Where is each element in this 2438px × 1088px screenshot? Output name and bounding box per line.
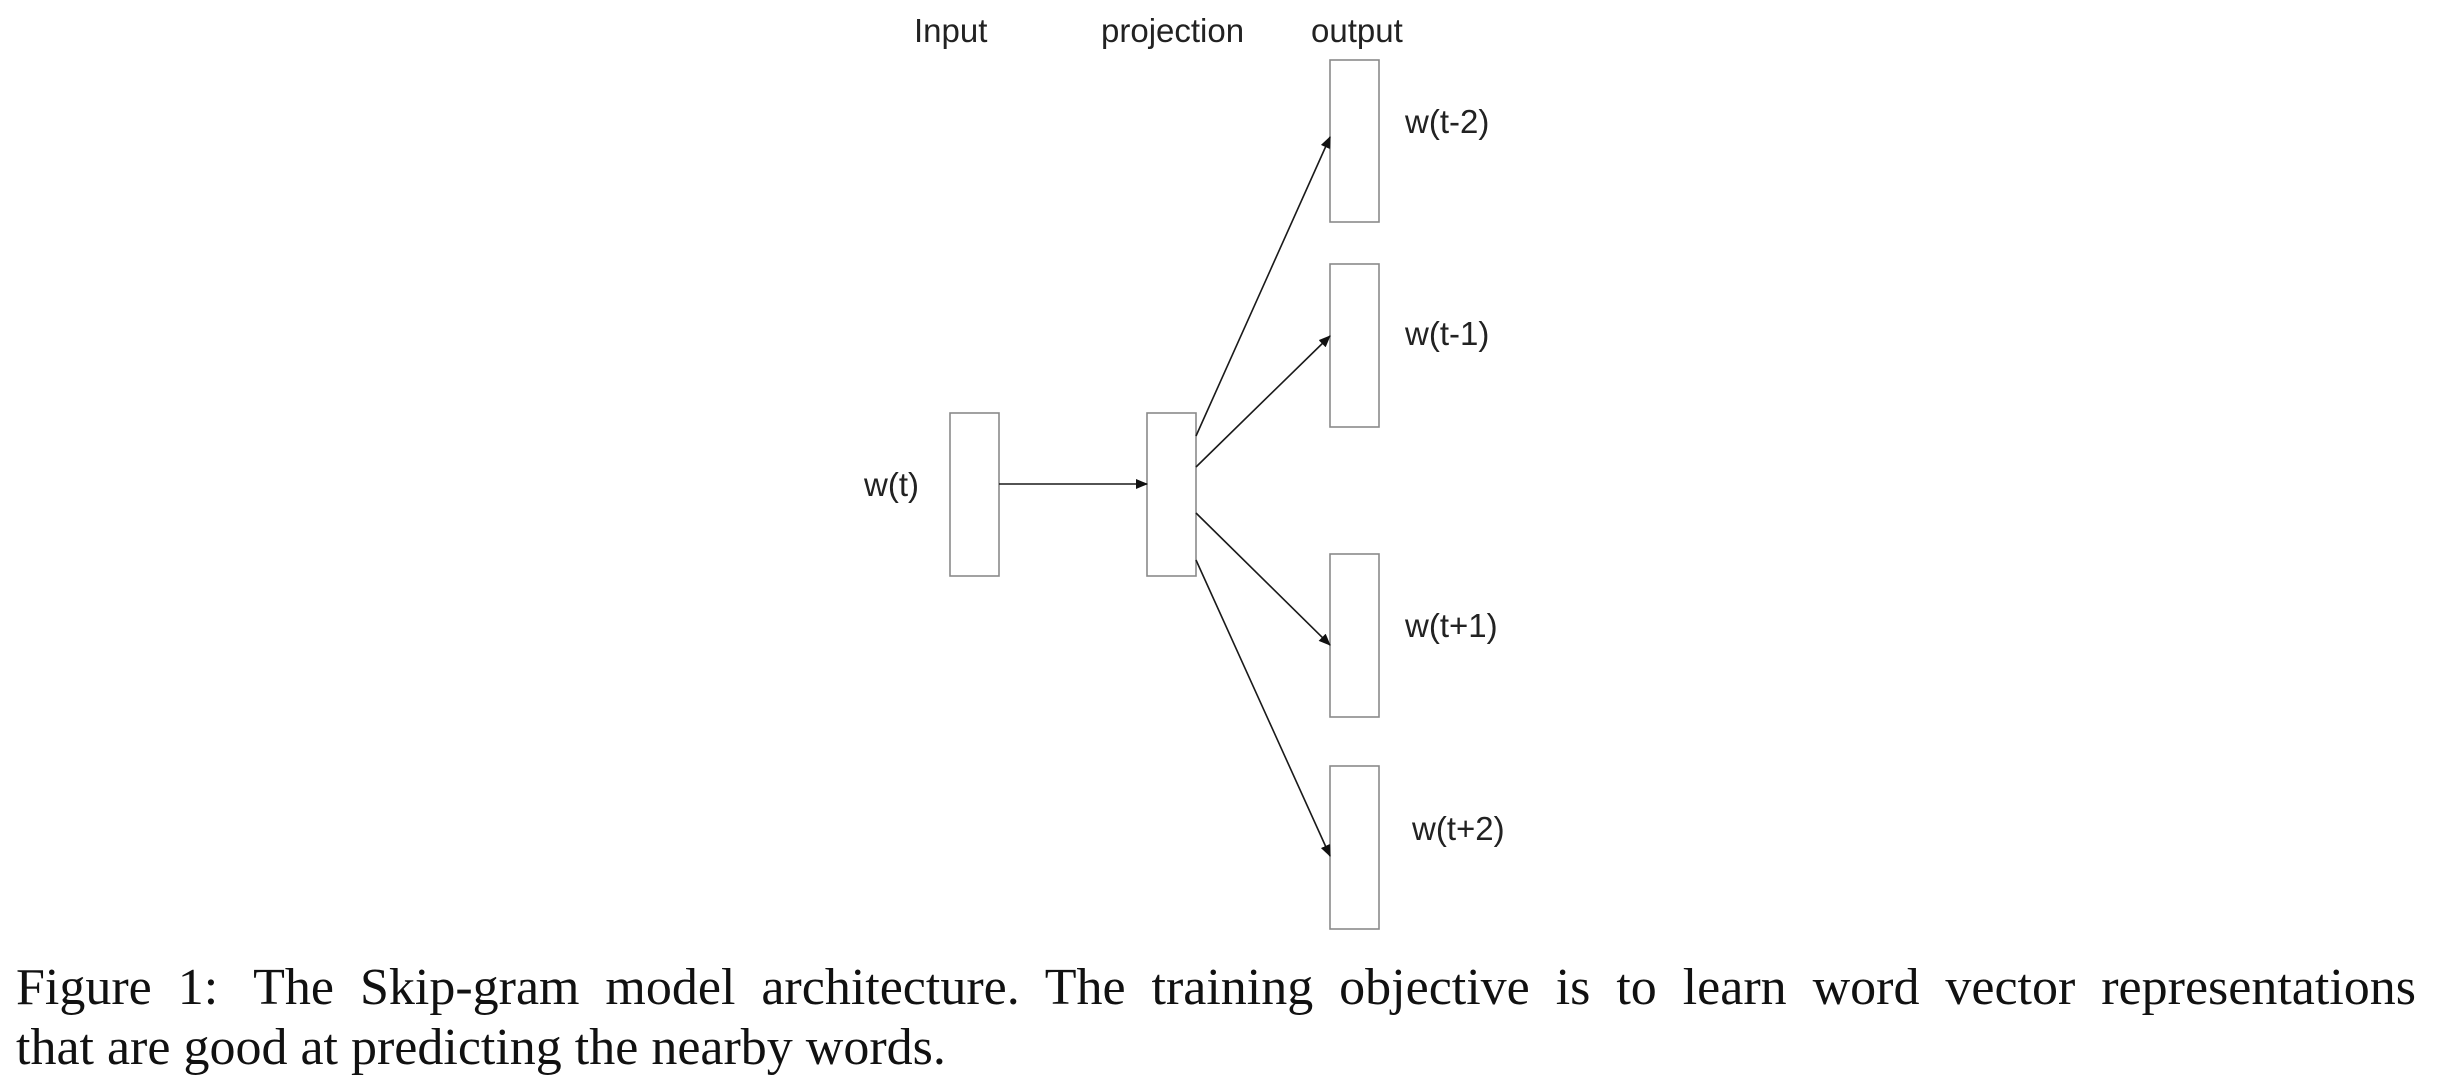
output-label-t-minus-1: w(t-1) (1404, 315, 1489, 352)
caption-line-2: that are good at predicting the nearby w… (16, 1019, 946, 1076)
projection-to-output-arrow-t-minus-1 (1195, 335, 1331, 468)
input-layer-box (949, 412, 1000, 577)
projection-to-output-arrow-t-plus-2 (1195, 559, 1331, 857)
skip-gram-diagram: Input projection output w(t) w(t-2) w(t-… (863, 12, 1505, 930)
projection-to-output-arrow-t-minus-2 (1195, 136, 1331, 437)
projection-header: projection (1101, 12, 1244, 49)
input-header: Input (914, 12, 987, 49)
output-label-t-plus-1: w(t+1) (1404, 607, 1498, 644)
output-box-t-plus-1 (1329, 553, 1380, 718)
output-header: output (1311, 12, 1403, 49)
caption-line-1: Figure 1: The Skip-gram model architectu… (16, 958, 2416, 1018)
caption-line-1-text: The Skip-gram model architecture. The tr… (253, 959, 2417, 1016)
output-box-t-plus-2 (1329, 765, 1380, 930)
figure-caption: Figure 1: The Skip-gram model architectu… (16, 958, 2416, 1078)
projection-layer-box (1146, 412, 1197, 577)
output-label-t-plus-2: w(t+2) (1411, 810, 1505, 847)
projection-to-output-arrow-t-plus-1 (1195, 512, 1331, 646)
input-word-label: w(t) (863, 466, 919, 503)
output-label-t-minus-2: w(t-2) (1404, 103, 1489, 140)
output-box-t-minus-2 (1329, 59, 1380, 223)
output-box-t-minus-1 (1329, 263, 1380, 428)
figure-label: Figure 1: (16, 959, 219, 1016)
